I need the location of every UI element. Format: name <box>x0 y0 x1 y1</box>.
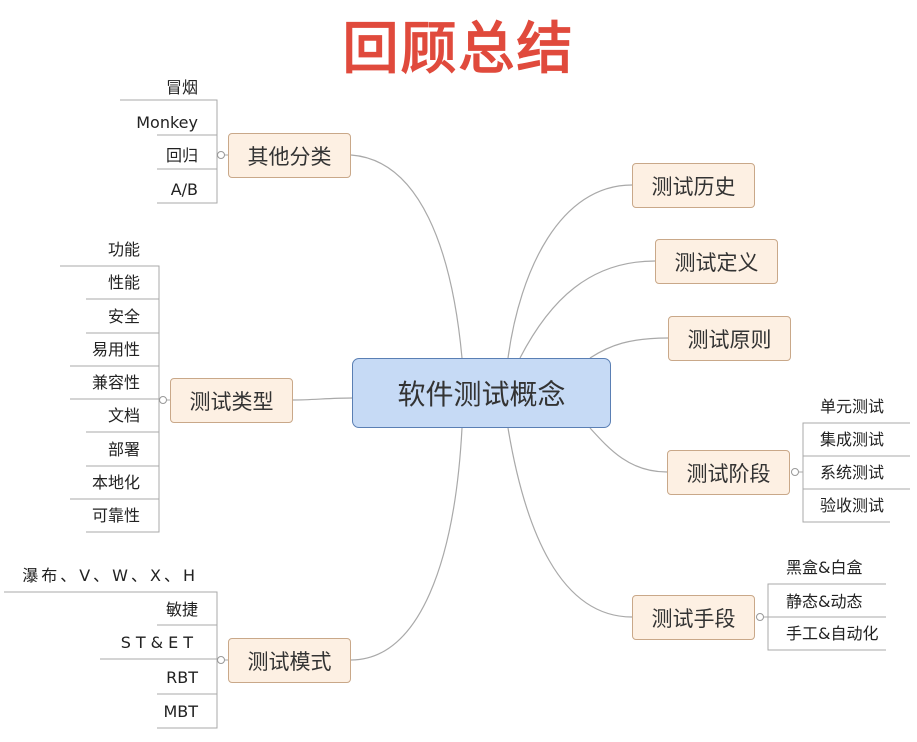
leaf-manual-automation[interactable]: 手工&自动化 <box>786 624 879 643</box>
topic-label: 测试模式 <box>247 649 332 674</box>
topic-test-history[interactable]: 测试历史 <box>632 163 755 208</box>
connector-line <box>589 337 669 359</box>
leaf-acceptance-test[interactable]: 验收测试 <box>820 496 885 515</box>
topic-test-models[interactable]: 测试模式 <box>228 638 351 683</box>
leaf-system-test[interactable]: 系统测试 <box>820 463 885 482</box>
connector-line <box>507 427 633 618</box>
leaf-rbt[interactable]: RBT <box>166 668 198 687</box>
leaf-compatibility[interactable]: 兼容性 <box>91 373 140 392</box>
topic-label: 其他分类 <box>247 144 332 169</box>
topic-label: 测试阶段 <box>686 461 771 486</box>
leaf-monkey[interactable]: Monkey <box>136 113 198 132</box>
leaf-documentation[interactable]: 文档 <box>107 406 140 425</box>
connector-line <box>519 260 656 359</box>
leaf-usability[interactable]: 易用性 <box>91 340 140 359</box>
connector-line <box>350 427 463 661</box>
leaf-agile[interactable]: 敏捷 <box>165 600 198 619</box>
topic-label: 测试类型 <box>189 389 274 414</box>
topic-test-stages[interactable]: 测试阶段 <box>667 450 790 495</box>
topic-label: 测试原则 <box>687 327 772 352</box>
page-title: 回顾总结 <box>342 17 575 82</box>
central-topic-label: 软件测试概念 <box>397 378 566 411</box>
collapse-handle-icon[interactable] <box>791 468 799 476</box>
connector-line <box>292 397 353 401</box>
leaf-mbt[interactable]: MBT <box>163 702 198 721</box>
leaf-blackbox-whitebox[interactable]: 黑盒&白盒 <box>786 558 863 577</box>
leaf-performance[interactable]: 性能 <box>107 273 140 292</box>
collapse-handle-icon[interactable] <box>217 151 225 159</box>
collapse-handle-icon[interactable] <box>217 656 225 664</box>
bracket-line <box>70 298 170 500</box>
collapse-handle-icon[interactable] <box>756 613 764 621</box>
topic-other-categories[interactable]: 其他分类 <box>228 133 351 178</box>
leaf-static-dynamic[interactable]: 静态&动态 <box>786 592 863 611</box>
collapse-handle-icon[interactable] <box>159 396 167 404</box>
connector-line <box>589 427 668 473</box>
topic-label: 测试历史 <box>651 174 736 199</box>
leaf-security[interactable]: 安全 <box>107 307 140 326</box>
leaf-unit-test[interactable]: 单元测试 <box>820 397 885 416</box>
leaf-functional[interactable]: 功能 <box>107 240 140 259</box>
leaf-deployment[interactable]: 部署 <box>107 440 140 459</box>
topic-test-types[interactable]: 测试类型 <box>170 378 293 423</box>
leaf-smoke[interactable]: 冒烟 <box>165 78 198 97</box>
central-topic[interactable]: 软件测试概念 <box>352 358 611 428</box>
topic-test-methods[interactable]: 测试手段 <box>632 595 755 640</box>
topic-label: 测试定义 <box>674 250 759 275</box>
leaf-localization[interactable]: 本地化 <box>91 473 140 492</box>
leaf-integration-test[interactable]: 集成测试 <box>820 430 885 449</box>
leaf-reliability[interactable]: 可靠性 <box>91 506 140 525</box>
connector-line <box>507 184 633 359</box>
leaf-waterfall-v-w-x-h[interactable]: 瀑布、V、W、X、H <box>22 566 198 585</box>
topic-label: 测试手段 <box>651 606 736 631</box>
leaf-regression[interactable]: 回归 <box>165 146 198 165</box>
leaf-ab[interactable]: A/B <box>170 180 198 199</box>
bracket-line <box>100 624 228 695</box>
leaf-st-et[interactable]: ST&ET <box>120 633 198 652</box>
connector-line <box>350 154 463 359</box>
topic-test-principles[interactable]: 测试原则 <box>668 316 791 361</box>
topic-test-definition[interactable]: 测试定义 <box>655 239 778 284</box>
